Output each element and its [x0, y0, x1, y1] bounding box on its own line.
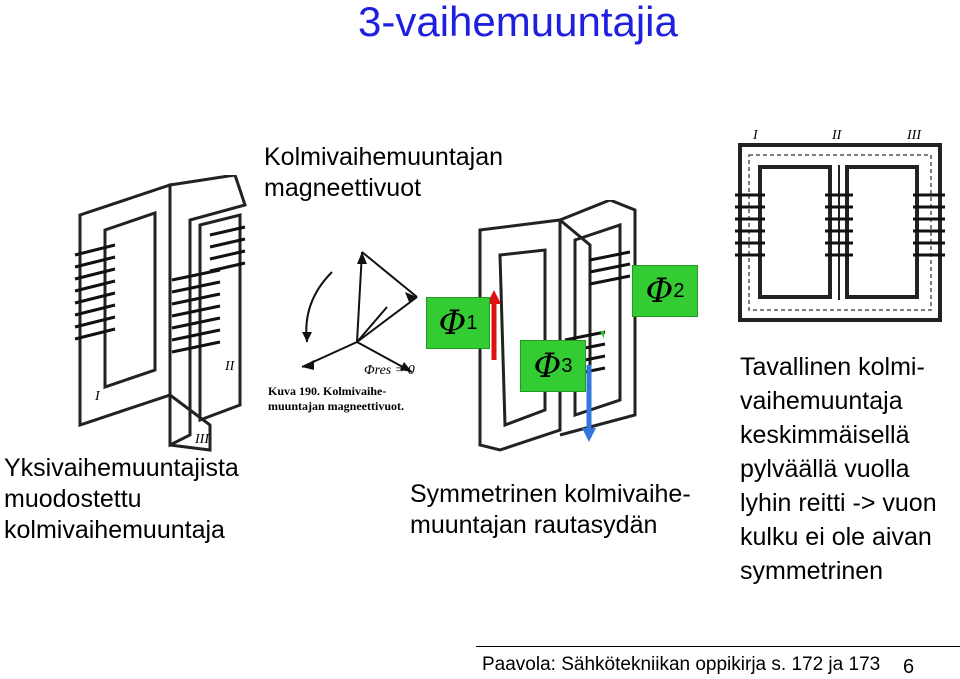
left-line3: kolmivaihemuuntaja	[4, 516, 225, 544]
kuva-line1: Kuva 190. Kolmivaihe-	[268, 384, 386, 398]
right-line1: Tavallinen kolmi-	[740, 353, 925, 381]
center-line2: muuntajan rautasydän	[410, 511, 658, 539]
right-line2: vaihemuuntaja	[740, 387, 903, 415]
core-label-right: II	[224, 359, 236, 374]
footer-divider	[476, 646, 960, 647]
page-number: 6	[903, 656, 915, 678]
slide-title: 3-vaihemuuntajia	[358, 0, 678, 45]
core-label-left: I	[94, 389, 101, 404]
core-label-bottom: III	[194, 432, 210, 447]
right-core-label-1: I	[752, 128, 759, 143]
left-line2: muodostettu	[4, 485, 142, 513]
left-description: Yksivaihemuuntajista muodostettu kolmiva…	[4, 453, 239, 546]
phasor-diagram: Φres = 0 Kuva 190. Kolmivaihe- muuntajan…	[268, 251, 418, 413]
phi-res-label: Φres = 0	[364, 363, 415, 378]
right-line5: lyhin reitti -> vuon	[740, 489, 937, 517]
flux-caption-line2: magneettivuot	[264, 174, 422, 202]
footer-source: Paavola: Sähkötekniikan oppikirja s. 172…	[482, 654, 881, 675]
right-line3: keskimmäisellä	[740, 421, 910, 449]
right-line4: pylväällä vuolla	[740, 455, 910, 483]
right-description: Tavallinen kolmi- vaihemuuntaja keskimmä…	[740, 350, 937, 588]
phi2-arrowhead	[600, 331, 604, 339]
phi3-arrowhead	[582, 428, 596, 442]
ordinary-core-figure: I II III	[735, 128, 945, 322]
center-line1: Symmetrinen kolmivaihe-	[410, 480, 691, 508]
flux-caption: Kolmivaihemuuntajan magneettivuot	[264, 142, 503, 204]
flux-arrows	[487, 290, 604, 442]
phi1-arrowhead	[487, 290, 501, 304]
kuva-line2: muuntajan magneettivuot.	[268, 399, 404, 413]
right-line6: kulku ei ole aivan	[740, 523, 932, 551]
right-core-label-3: III	[906, 128, 922, 143]
center-description: Symmetrinen kolmivaihe- muuntajan rautas…	[410, 479, 691, 541]
right-core-label-2: II	[831, 128, 843, 143]
right-line7: symmetrinen	[740, 557, 884, 585]
left-line1: Yksivaihemuuntajista	[4, 454, 239, 482]
single-phase-transformers-figure: I II III	[74, 175, 247, 452]
flux-caption-line1: Kolmivaihemuuntajan	[264, 143, 504, 171]
